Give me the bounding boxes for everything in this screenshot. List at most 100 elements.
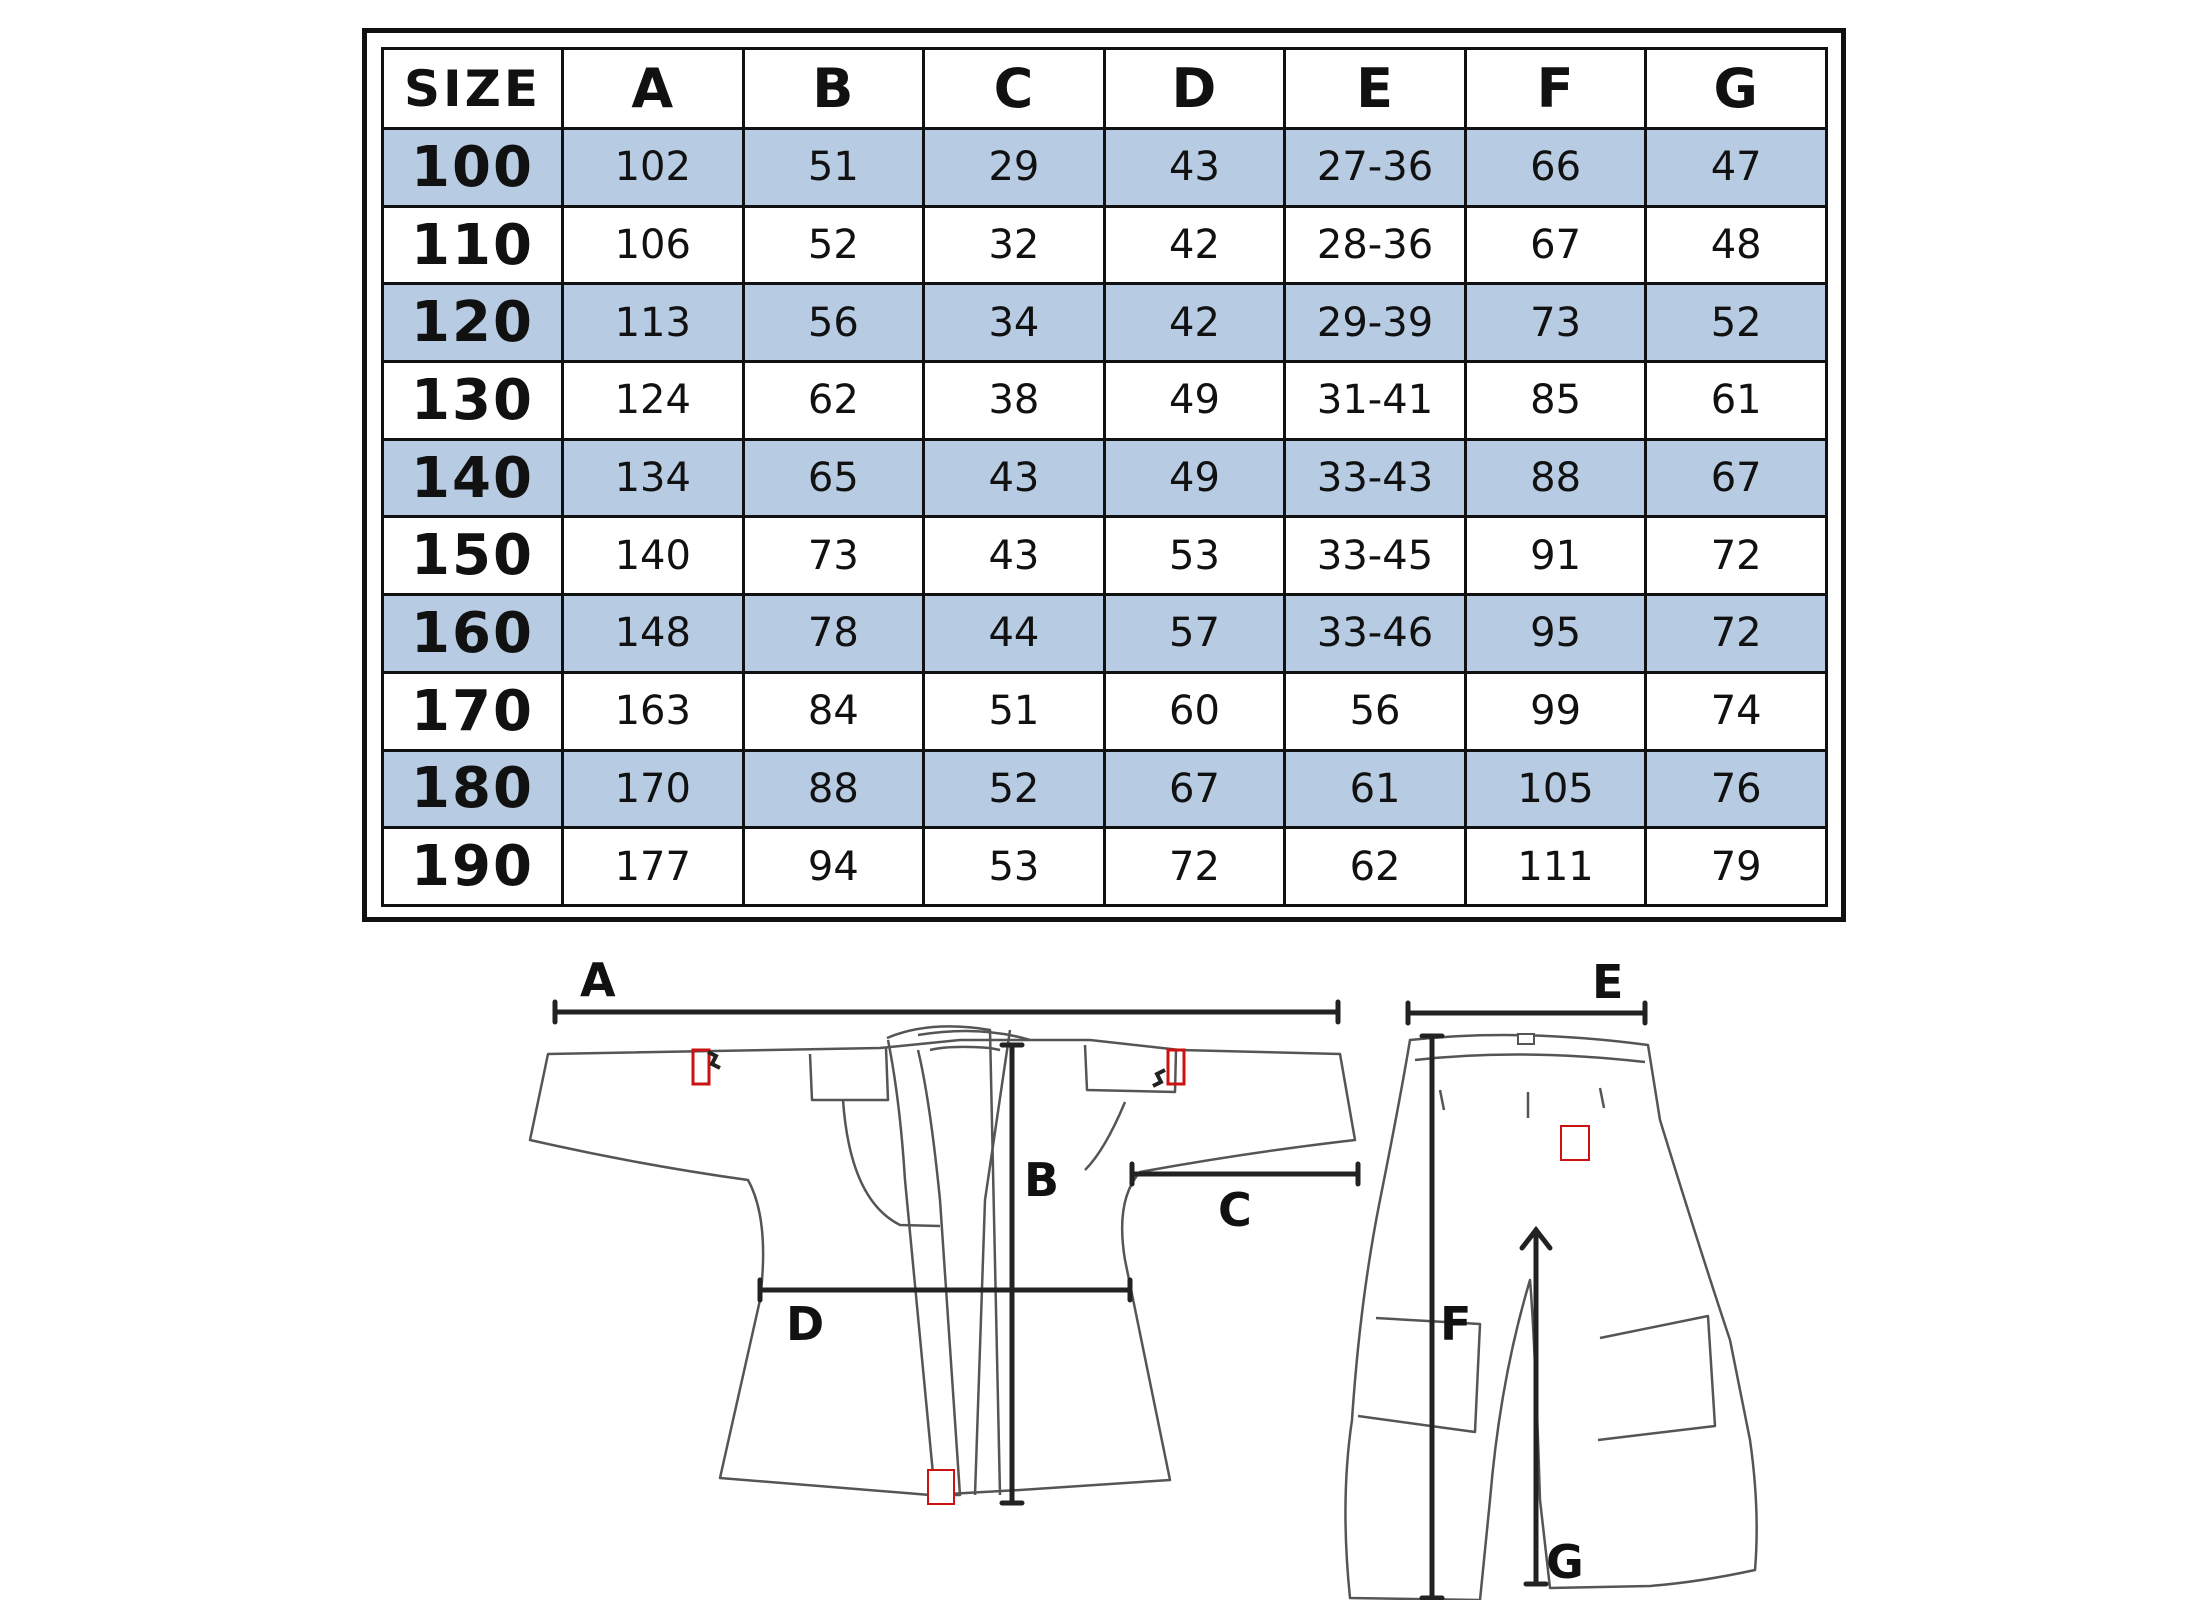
size-cell: 100 — [381, 127, 564, 208]
value-cell-a: 134 — [561, 437, 745, 519]
label-f: F — [1440, 1297, 1471, 1351]
jacket-outline — [528, 1025, 1357, 1497]
header-a: A — [561, 47, 745, 130]
value-cell-f: 105 — [1463, 748, 1648, 830]
value-cell-b: 88 — [741, 748, 926, 830]
value-cell-e: 62 — [1283, 826, 1467, 907]
measure-lines — [552, 999, 1648, 1600]
value-cell-e: 33-46 — [1283, 593, 1467, 674]
value-cell-a: 148 — [561, 593, 745, 674]
value-cell-f: 111 — [1463, 826, 1648, 907]
value-cell-e: 27-36 — [1283, 127, 1467, 208]
header-g: G — [1644, 47, 1828, 130]
value-cell-f: 99 — [1463, 670, 1648, 752]
value-cell-d: 53 — [1102, 515, 1287, 597]
value-cell-a: 163 — [561, 670, 745, 752]
value-cell-e: 33-43 — [1283, 437, 1467, 519]
value-cell-e: 33-45 — [1283, 515, 1467, 597]
value-cell-c: 43 — [922, 515, 1106, 597]
value-cell-d: 67 — [1102, 748, 1287, 830]
header-f: F — [1463, 47, 1648, 130]
value-cell-b: 65 — [741, 437, 926, 519]
size-cell: 110 — [381, 204, 564, 286]
value-cell-e: 29-39 — [1283, 282, 1467, 364]
value-cell-e: 61 — [1283, 748, 1467, 830]
value-cell-d: 43 — [1102, 127, 1287, 208]
label-a: A — [580, 953, 616, 1007]
value-cell-f: 85 — [1463, 360, 1648, 441]
value-cell-a: 113 — [561, 282, 745, 364]
value-cell-e: 31-41 — [1283, 360, 1467, 441]
header-row: SIZE A B C D E F G — [381, 47, 1828, 130]
value-cell-a: 106 — [561, 204, 745, 286]
size-cell: 130 — [381, 360, 564, 441]
value-cell-c: 53 — [922, 826, 1106, 907]
value-cell-c: 52 — [922, 748, 1106, 830]
value-cell-b: 78 — [741, 593, 926, 674]
value-cell-g: 48 — [1644, 204, 1828, 286]
value-cell-a: 177 — [561, 826, 745, 907]
value-cell-d: 49 — [1102, 437, 1287, 519]
value-cell-a: 140 — [561, 515, 745, 597]
value-cell-f: 73 — [1463, 282, 1648, 364]
value-cell-c: 29 — [922, 127, 1106, 208]
size-cell: 190 — [381, 826, 564, 907]
value-cell-b: 62 — [741, 360, 926, 441]
value-cell-e: 56 — [1283, 670, 1467, 752]
header-c: C — [922, 47, 1106, 130]
value-cell-d: 42 — [1102, 204, 1287, 286]
value-cell-g: 47 — [1644, 127, 1828, 208]
value-cell-a: 170 — [561, 748, 745, 830]
value-cell-c: 34 — [922, 282, 1106, 364]
value-cell-f: 66 — [1463, 127, 1648, 208]
value-cell-f: 67 — [1463, 204, 1648, 286]
label-g: G — [1546, 1535, 1584, 1589]
size-cell: 180 — [381, 748, 564, 830]
value-cell-c: 51 — [922, 670, 1106, 752]
jacket-logos — [691, 1048, 1186, 1505]
value-cell-g: 76 — [1644, 748, 1828, 830]
value-cell-c: 44 — [922, 593, 1106, 674]
value-cell-g: 67 — [1644, 437, 1828, 519]
header-e: E — [1283, 47, 1467, 130]
value-cell-b: 84 — [741, 670, 926, 752]
label-d: D — [786, 1297, 824, 1351]
value-cell-a: 102 — [561, 127, 745, 208]
value-cell-d: 49 — [1102, 360, 1287, 441]
value-cell-g: 52 — [1644, 282, 1828, 364]
value-cell-b: 51 — [741, 127, 926, 208]
value-cell-f: 95 — [1463, 593, 1648, 674]
size-cell: 160 — [381, 593, 564, 674]
header-b: B — [741, 47, 926, 130]
value-cell-c: 38 — [922, 360, 1106, 441]
measure-labels: A B C D E F G — [580, 953, 1623, 1589]
size-cell: 170 — [381, 670, 564, 752]
value-cell-b: 52 — [741, 204, 926, 286]
header-size: SIZE — [381, 47, 564, 130]
value-cell-d: 57 — [1102, 593, 1287, 674]
value-cell-b: 56 — [741, 282, 926, 364]
value-cell-d: 72 — [1102, 826, 1287, 907]
size-cell: 120 — [381, 282, 564, 364]
value-cell-g: 72 — [1644, 515, 1828, 597]
value-cell-d: 42 — [1102, 282, 1287, 364]
label-c: C — [1218, 1183, 1252, 1237]
value-cell-c: 32 — [922, 204, 1106, 286]
label-e: E — [1592, 955, 1623, 1009]
header-d: D — [1102, 47, 1287, 130]
value-cell-g: 61 — [1644, 360, 1828, 441]
value-cell-b: 94 — [741, 826, 926, 907]
value-cell-f: 88 — [1463, 437, 1648, 519]
size-cell: 150 — [381, 515, 564, 597]
